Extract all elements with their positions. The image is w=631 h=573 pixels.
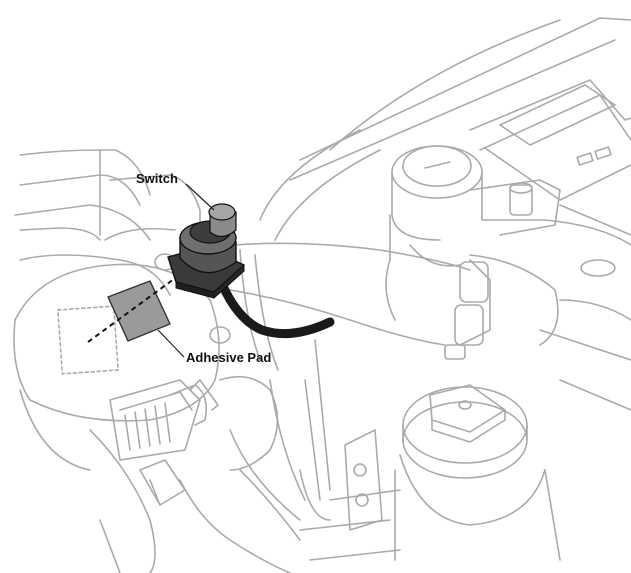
switch-label: Switch <box>136 171 178 186</box>
switch-leader-line <box>185 183 215 211</box>
adhesive-pad-icon <box>107 280 171 342</box>
switch-cable <box>217 279 335 339</box>
alignment-guide-line <box>87 275 179 343</box>
adhesive-pad-label: Adhesive Pad <box>186 350 272 365</box>
pad-leader-line <box>157 329 185 358</box>
push-button-switch-icon <box>167 203 245 300</box>
motorcycle-outline <box>13 17 631 573</box>
